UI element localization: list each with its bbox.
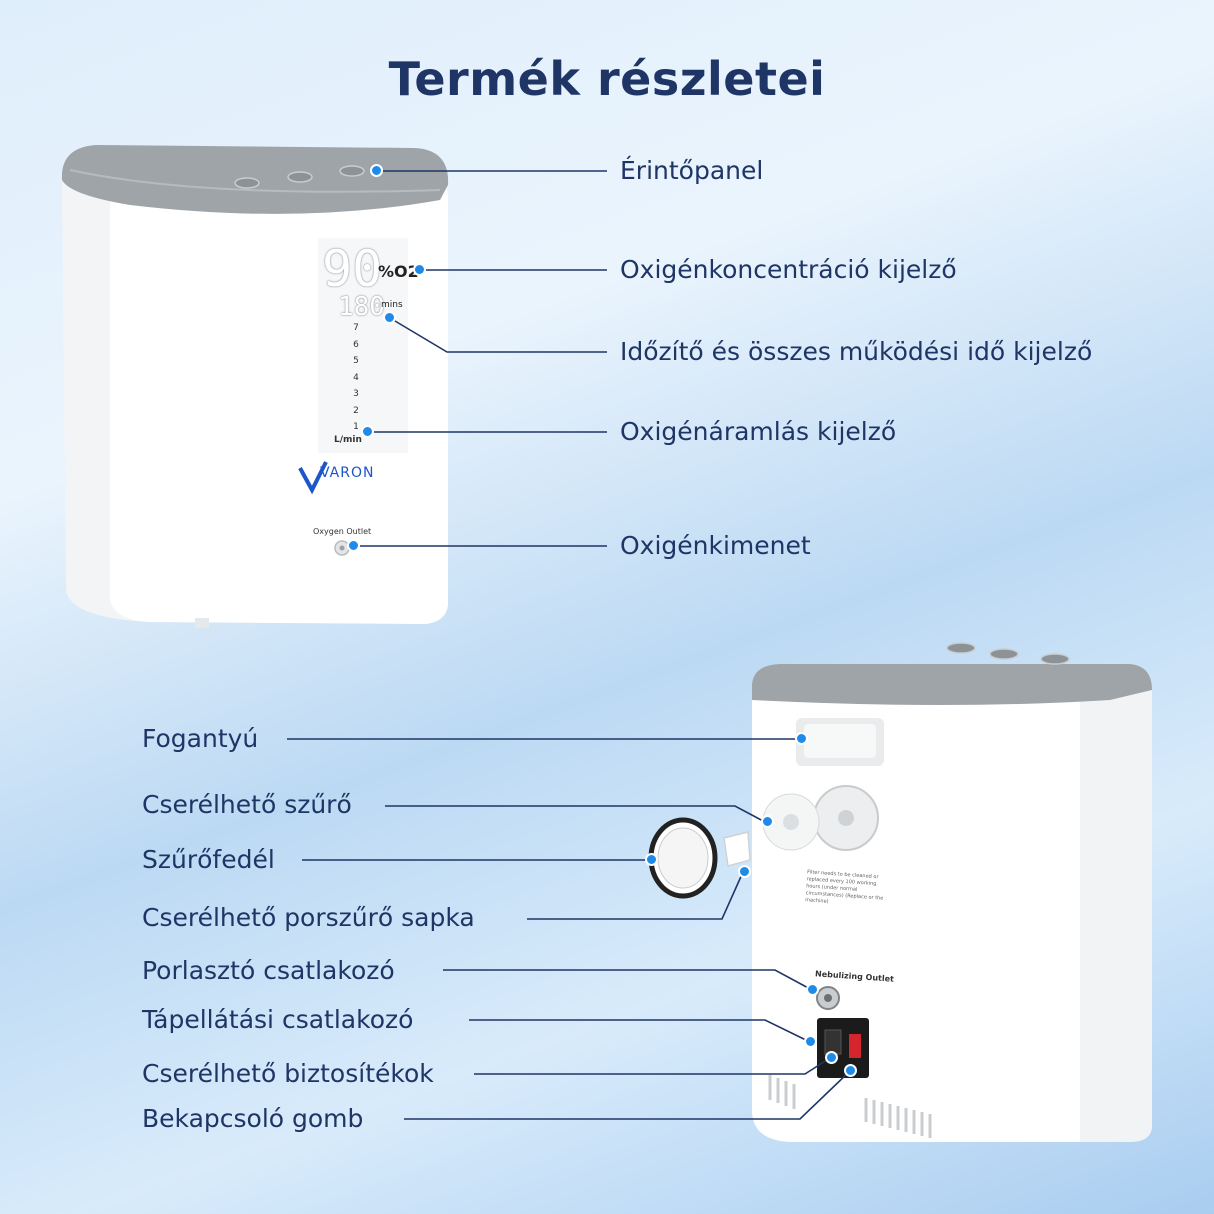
callout-dot <box>383 311 396 324</box>
timer-readout: 180 <box>338 292 385 322</box>
label-power-port: Tápellátási csatlakozó <box>142 1005 414 1034</box>
label-timer-display: Időzítő és összes működési idő kijelző <box>620 337 1093 366</box>
flow-scale-item: 3 <box>353 389 359 399</box>
flow-scale-item: 5 <box>353 356 359 366</box>
oxygen-outlet-text: Oxygen Outlet <box>313 527 372 536</box>
front-device <box>61 145 449 628</box>
flow-scale-item: 4 <box>353 372 359 383</box>
flow-scale-item: 1 <box>353 422 359 432</box>
page-title: Termék részletei <box>388 52 826 106</box>
callout-dot <box>795 732 808 745</box>
callout-dot <box>844 1064 857 1077</box>
flow-scale-item: 7 <box>353 323 359 333</box>
callout-dot <box>645 853 658 866</box>
callout-dot <box>347 539 360 552</box>
flow-unit: L/min <box>334 435 362 445</box>
concentration-unit: %O2 <box>378 262 419 281</box>
label-touch-panel: Érintőpanel <box>620 156 764 185</box>
back-device <box>648 642 1152 1142</box>
label-filter-cover: Szűrőfedél <box>142 845 275 874</box>
label-flow-display: Oxigénáramlás kijelző <box>620 417 897 446</box>
flow-scale: 7 6 5 4 3 2 1 <box>350 320 362 436</box>
timer-unit: mins <box>381 300 403 310</box>
label-nebulizer-port: Porlasztó csatlakozó <box>142 956 395 985</box>
label-dust-filter-cap: Cserélhető porszűrő sapka <box>142 903 475 932</box>
callout-dot <box>361 425 374 438</box>
label-concentration-display: Oxigénkoncentráció kijelző <box>620 255 957 284</box>
brand-logo: VARON <box>320 465 375 481</box>
label-oxygen-outlet: Oxigénkimenet <box>620 531 811 560</box>
flow-scale-item: 2 <box>353 405 359 416</box>
flow-scale-item: 6 <box>353 339 359 350</box>
callout-dot <box>806 983 819 996</box>
callout-dot <box>413 263 426 276</box>
label-replaceable-filter: Cserélhető szűrő <box>142 790 352 819</box>
concentration-readout: 90 <box>322 240 383 298</box>
label-fuses: Cserélhető biztosítékok <box>142 1059 434 1088</box>
callout-dot <box>738 865 751 878</box>
callout-dot <box>370 164 383 177</box>
leader-lines <box>287 170 851 1120</box>
label-handle: Fogantyú <box>142 724 259 753</box>
filter-note: Filter needs to be cleaned or replaced e… <box>804 869 884 905</box>
label-power-button: Bekapcsoló gomb <box>142 1104 364 1133</box>
callout-dot <box>804 1035 817 1048</box>
callout-dot <box>761 815 774 828</box>
callout-dot <box>825 1051 838 1064</box>
